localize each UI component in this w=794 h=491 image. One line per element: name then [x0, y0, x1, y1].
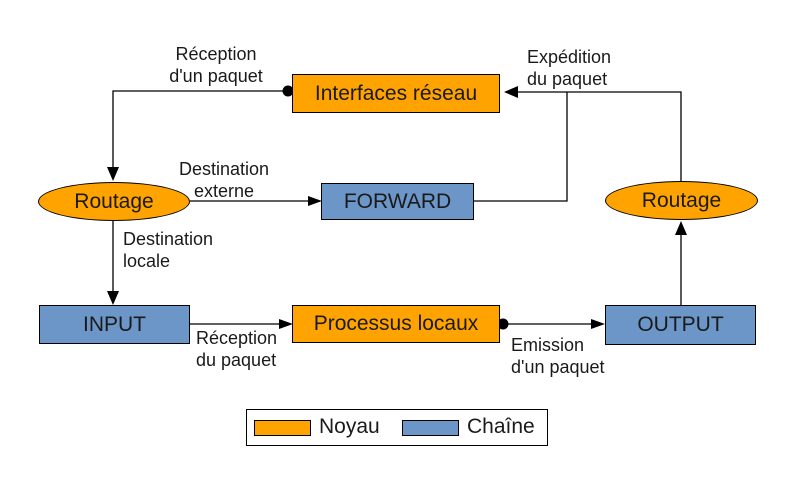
label-destination-externe: Destination externe	[164, 158, 284, 202]
label-line: externe	[193, 181, 255, 201]
label-reception-du-paquet: Réception du paquet	[196, 327, 277, 371]
edge-routage-right-to-interfaces	[517, 91, 682, 182]
legend: Noyau Chaîne	[246, 409, 548, 446]
label-line: d'un paquet	[169, 66, 263, 86]
junction-dot-processus	[497, 318, 509, 330]
node-routage-right: Routage	[605, 181, 758, 220]
label-emission-dun-paquet: Emission d'un paquet	[511, 334, 605, 378]
node-processus-locaux: Processus locaux	[292, 305, 500, 343]
arrowhead-right-processus	[279, 319, 293, 329]
label-line: d'un paquet	[511, 357, 605, 377]
label-line: locale	[123, 251, 171, 271]
junction-dot-interfaces	[282, 85, 294, 97]
legend-label-chain: Chaîne	[467, 415, 535, 438]
node-input: INPUT	[39, 305, 190, 344]
label-line: du paquet	[527, 69, 608, 89]
label-expedition-du-paquet: Expédition du paquet	[527, 46, 611, 90]
node-forward: FORWARD	[321, 183, 474, 220]
label-destination-locale: Destination locale	[123, 228, 213, 272]
label-line: Expédition	[527, 47, 612, 67]
legend-swatch-kernel	[254, 420, 311, 436]
label-line: Destination	[178, 159, 270, 179]
arrowhead-up-routage-right	[675, 221, 687, 235]
arrowhead-left-interfaces	[504, 86, 518, 98]
node-routage-left: Routage	[38, 182, 190, 221]
label-line: Réception	[175, 44, 257, 64]
label-reception-dun-paquet: Réception d'un paquet	[146, 43, 286, 87]
node-output: OUTPUT	[605, 305, 756, 345]
edge-forward-join	[474, 92, 568, 202]
arrowhead-right-output	[591, 319, 605, 329]
legend-swatch-chain	[402, 420, 459, 436]
legend-label-kernel: Noyau	[319, 415, 380, 438]
arrowhead-down-routage-left	[107, 167, 119, 181]
edge-interfaces-to-routage-left	[112, 90, 288, 170]
label-line: du paquet	[196, 350, 277, 370]
label-line: Réception	[196, 328, 278, 348]
arrowhead-down-input	[107, 291, 119, 305]
node-interfaces-reseau: Interfaces réseau	[292, 74, 500, 113]
label-line: Destination	[123, 229, 214, 249]
label-line: Emission	[511, 335, 585, 355]
arrowhead-right-forward	[308, 196, 322, 206]
